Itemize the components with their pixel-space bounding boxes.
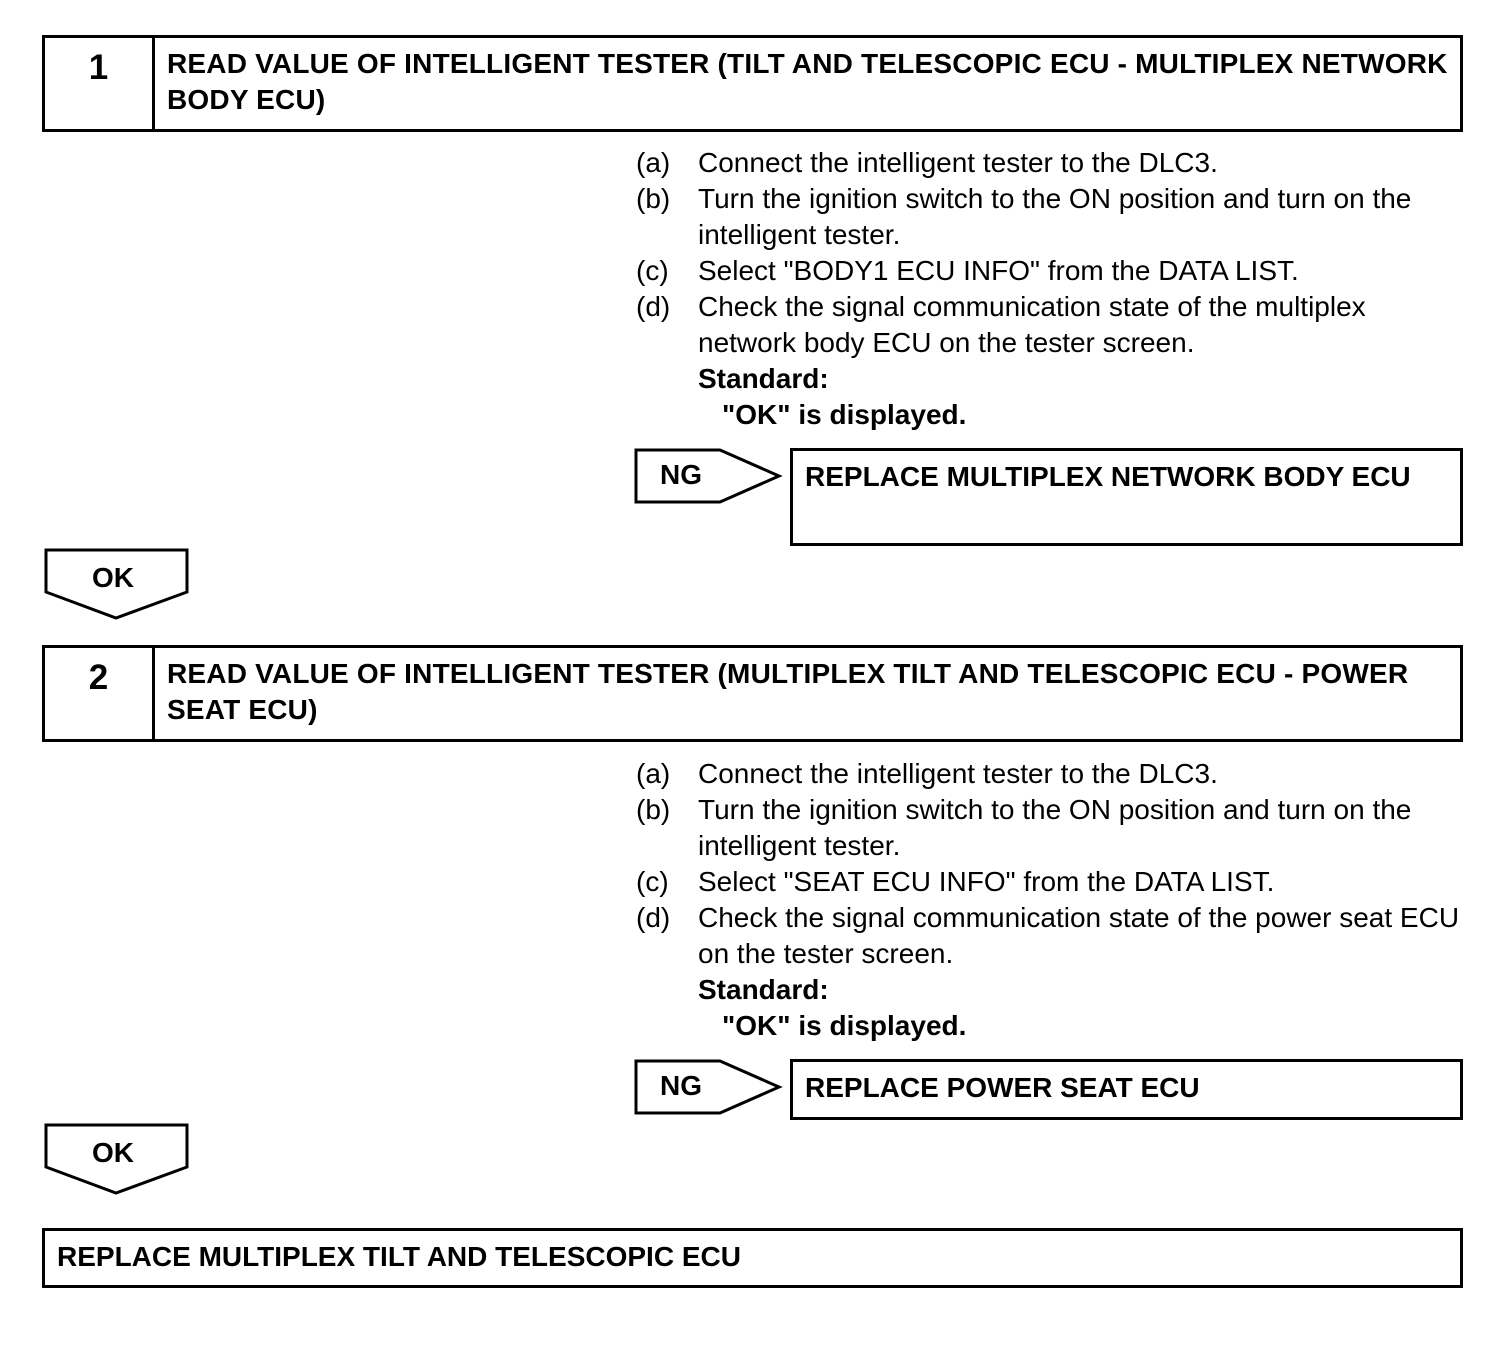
step-title: READ VALUE OF INTELLIGENT TESTER (TILT A… [167,48,1448,115]
instruction-item: (a) Connect the intelligent tester to th… [636,145,1466,181]
standard-value: "OK" is displayed. [722,399,967,430]
ng-result-box: REPLACE POWER SEAT ECU [790,1059,1463,1120]
instruction-label: (c) [636,866,669,897]
ng-label: NG [660,1070,702,1101]
instruction-label: (a) [636,147,671,178]
standard-label: Standard: [698,974,829,1005]
ok-arrow-icon [44,1123,189,1195]
final-result-box: REPLACE MULTIPLEX TILT AND TELESCOPIC EC… [42,1228,1463,1288]
ok-label: OK [92,1137,134,1168]
instruction-item: (c) Select "SEAT ECU INFO" from the DATA… [636,864,1466,900]
instruction-item: (a) Connect the intelligent tester to th… [636,756,1466,792]
instruction-label: (a) [636,758,671,789]
ng-arrow-icon [634,448,783,504]
standard-label: Standard: [698,363,829,394]
ng-arrow-icon [634,1059,783,1115]
instruction-label: (d) [636,291,671,322]
standard-value: "OK" is displayed. [722,1010,967,1041]
instruction-text: Connect the intelligent tester to the DL… [698,147,1218,178]
instruction-text: Check the signal communication state of … [698,291,1366,358]
step-number: 1 [45,38,155,129]
instruction-item: (c) Select "BODY1 ECU INFO" from the DAT… [636,253,1466,289]
step-title: READ VALUE OF INTELLIGENT TESTER (MULTIP… [167,658,1409,725]
ok-label: OK [92,562,134,593]
instruction-text: Select "BODY1 ECU INFO" from the DATA LI… [698,255,1299,286]
ng-result-box: REPLACE MULTIPLEX NETWORK BODY ECU [790,448,1463,546]
instruction-label: (c) [636,255,669,286]
step-2-instructions: (a) Connect the intelligent tester to th… [636,756,1466,1044]
ng-label: NG [660,459,702,490]
ok-arrow-icon [44,548,189,620]
instruction-text: Check the signal communication state of … [698,902,1460,969]
step-number: 2 [45,648,155,739]
instruction-label: (b) [636,794,671,825]
instruction-item: (b) Turn the ignition switch to the ON p… [636,792,1466,864]
instruction-label: (b) [636,183,671,214]
instruction-item: (b) Turn the ignition switch to the ON p… [636,181,1466,253]
instruction-text: Select "SEAT ECU INFO" from the DATA LIS… [698,866,1275,897]
step-1-header: 1 READ VALUE OF INTELLIGENT TESTER (TILT… [42,35,1463,132]
instruction-text: Connect the intelligent tester to the DL… [698,758,1218,789]
step-1-instructions: (a) Connect the intelligent tester to th… [636,145,1466,433]
instruction-text: Turn the ignition switch to the ON posit… [698,794,1412,861]
instruction-item: (d) Check the signal communication state… [636,900,1466,972]
step-2-header: 2 READ VALUE OF INTELLIGENT TESTER (MULT… [42,645,1463,742]
instruction-label: (d) [636,902,671,933]
instruction-text: Turn the ignition switch to the ON posit… [698,183,1412,250]
instruction-item: (d) Check the signal communication state… [636,289,1466,361]
